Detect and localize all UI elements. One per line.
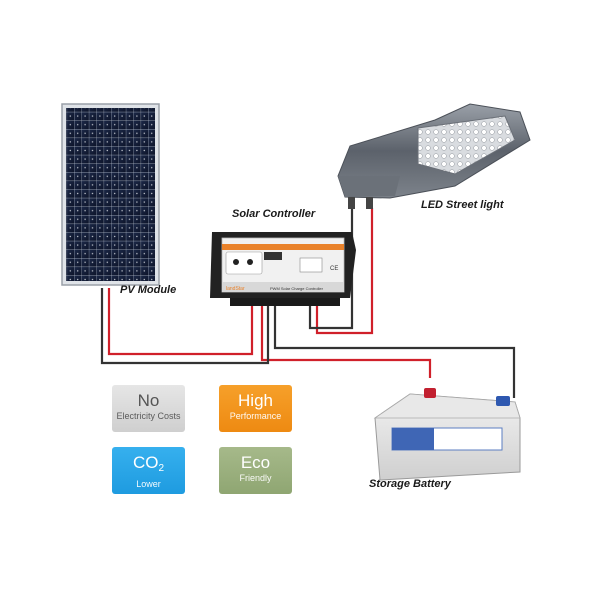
badge-subtitle: Lower: [112, 479, 185, 490]
badge-title: CO: [133, 453, 159, 472]
solar-controller: landStar PWM Solar Charge Controller CE: [210, 232, 356, 306]
co2-lower-badge: CO2 Lower: [112, 447, 185, 494]
badge-title: No: [112, 392, 185, 410]
controller-model: PWM Solar Charge Controller: [270, 286, 324, 291]
pv-module: [62, 104, 159, 285]
badge-title-wrap: CO2: [112, 454, 185, 478]
badge-title: Eco: [219, 454, 292, 472]
badge-subtitle: Friendly: [219, 473, 292, 484]
high-performance-badge: High Performance: [219, 385, 292, 432]
pv-module-label: PV Module: [120, 284, 176, 296]
led-street-light-label: LED Street light: [421, 199, 504, 211]
badge-title-subscript: 2: [158, 463, 164, 474]
eco-friendly-badge: Eco Friendly: [219, 447, 292, 494]
storage-battery-label: Storage Battery: [369, 478, 451, 490]
badge-title: High: [219, 392, 292, 410]
led-street-light: [338, 104, 530, 209]
controller-brand: landStar: [226, 286, 245, 292]
solar-controller-label: Solar Controller: [232, 208, 315, 220]
badge-subtitle: Electricity Costs: [112, 411, 185, 422]
badge-subtitle: Performance: [219, 411, 292, 422]
storage-battery: [375, 388, 520, 480]
controller-ce-mark: CE: [330, 266, 338, 272]
no-electricity-costs-badge: No Electricity Costs: [112, 385, 185, 432]
